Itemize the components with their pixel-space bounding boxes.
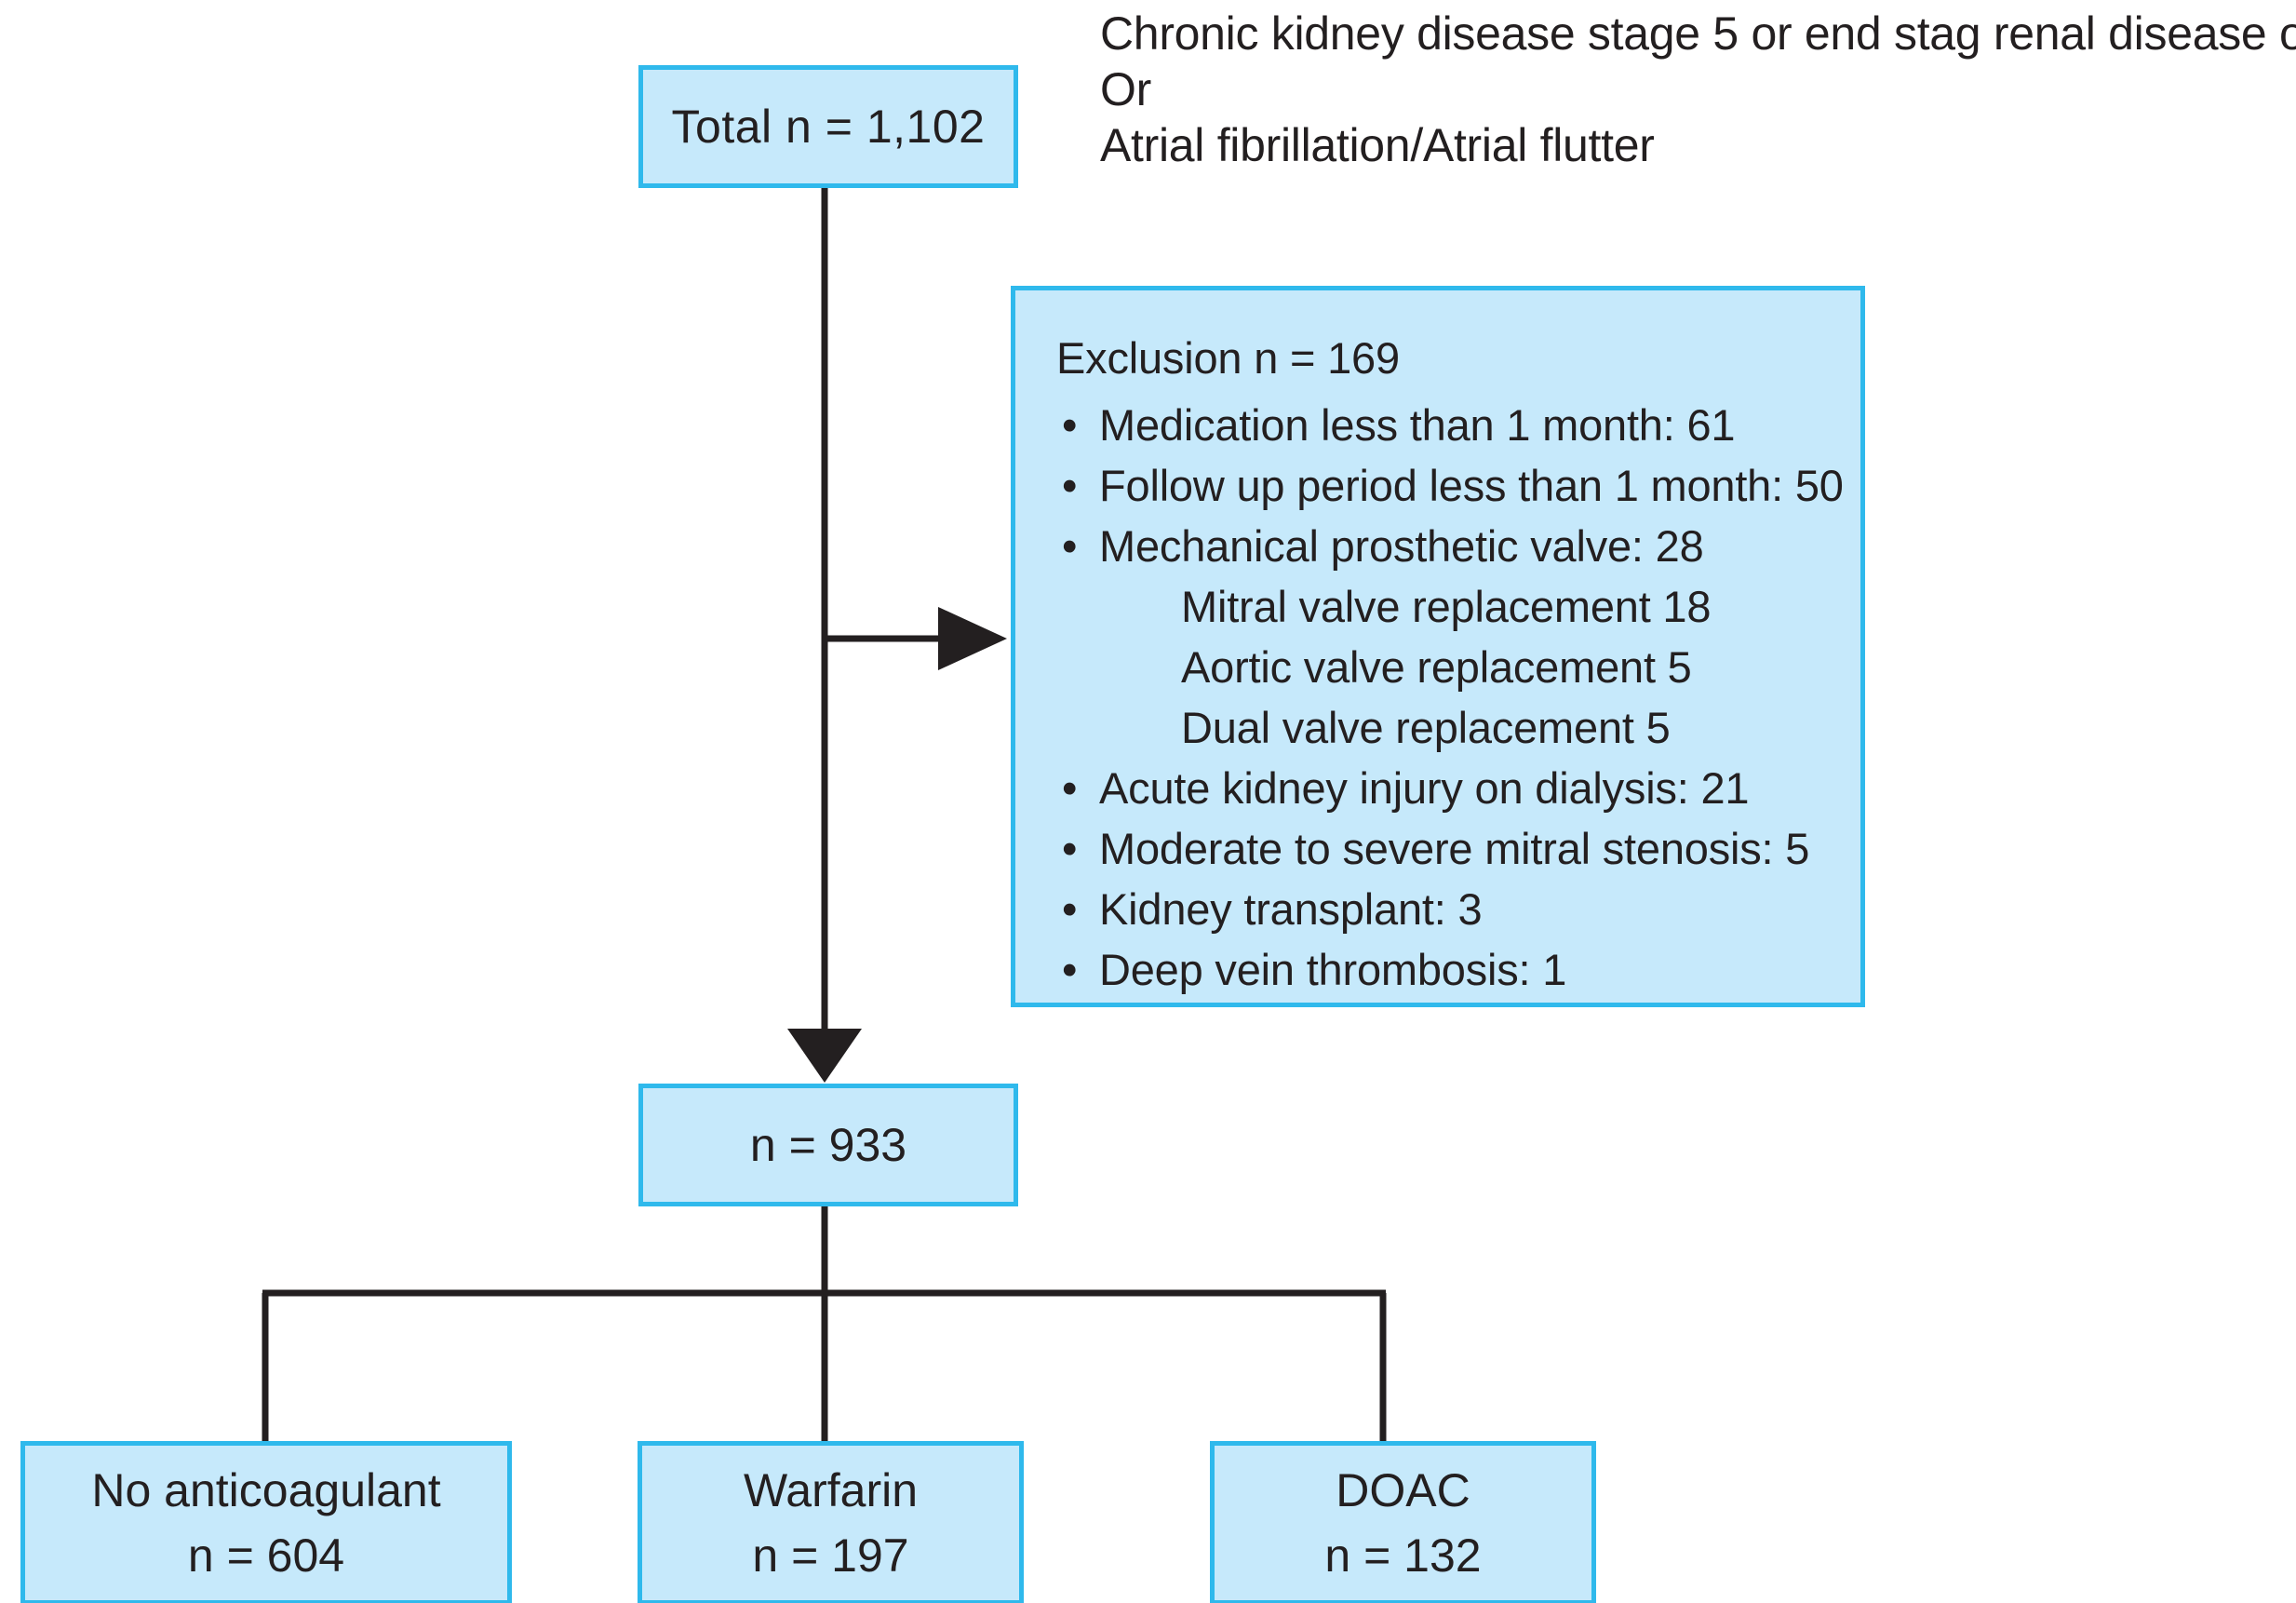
- node-arm-doac: DOAC n = 132: [1210, 1441, 1596, 1603]
- exclusion-item: • Deep vein thrombosis: 1: [1056, 939, 1842, 1000]
- exclusion-item: • Medication less than 1 month: 61: [1056, 395, 1842, 455]
- exclusion-title: Exclusion n = 169: [1056, 333, 1400, 383]
- arm-name: Warfarin: [743, 1464, 919, 1516]
- node-arm-no-anticoagulant: No anticoagulant n = 604: [20, 1441, 512, 1603]
- exclusion-item-label: Acute kidney injury on dialysis: 21: [1099, 763, 1750, 813]
- exclusion-item-label: Deep vein thrombosis: 1: [1099, 945, 1567, 994]
- arrowhead-right-exclusion: [938, 607, 1007, 670]
- exclusion-item-label: Kidney transplant: 3: [1099, 884, 1483, 934]
- bullet-icon: •: [1062, 521, 1078, 571]
- arm-name: DOAC: [1336, 1464, 1470, 1516]
- bullet-icon: •: [1062, 763, 1078, 813]
- exclusion-item-label: Follow up period less than 1 month: 50: [1099, 461, 1844, 510]
- criteria-line-1: Chronic kidney disease stage 5 or end st…: [1100, 7, 2296, 60]
- inclusion-criteria-caption: Chronic kidney disease stage 5 or end st…: [1100, 6, 2296, 173]
- exclusion-subitem: Mitral valve replacement 18: [1181, 582, 1712, 631]
- node-arm-warfarin: Warfarin n = 197: [638, 1441, 1024, 1603]
- exclusion-item: • Moderate to severe mitral stenosis: 5: [1056, 818, 1842, 879]
- bullet-icon: •: [1062, 884, 1078, 934]
- exclusion-item-label: Mechanical prosthetic valve: 28: [1099, 521, 1704, 571]
- node-total-label: Total n = 1,102: [671, 101, 986, 153]
- exclusion-subitem: Dual valve replacement 5: [1181, 703, 1671, 752]
- node-total: Total n = 1,102: [638, 65, 1018, 188]
- bullet-icon: •: [1062, 945, 1078, 994]
- arm-name: No anticoagulant: [91, 1464, 441, 1516]
- node-included-total: n = 933: [638, 1084, 1018, 1206]
- bullet-icon: •: [1062, 824, 1078, 873]
- node-included-total-label: n = 933: [749, 1119, 907, 1171]
- exclusion-item: • Mechanical prosthetic valve: 28 Mitral…: [1056, 516, 1842, 758]
- exclusion-item: • Kidney transplant: 3: [1056, 879, 1842, 939]
- exclusion-item-label: Medication less than 1 month: 61: [1099, 400, 1736, 450]
- arm-count: n = 132: [1324, 1529, 1482, 1582]
- criteria-line-3: Atrial fibrillation/Atrial flutter: [1100, 119, 1655, 171]
- arm-count: n = 197: [752, 1529, 909, 1582]
- node-exclusion: Exclusion n = 169 • Medication less than…: [1011, 286, 1865, 1007]
- arm-count: n = 604: [187, 1529, 345, 1582]
- exclusion-item-label: Moderate to severe mitral stenosis: 5: [1099, 824, 1810, 873]
- exclusion-item: • Follow up period less than 1 month: 50: [1056, 455, 1844, 516]
- bullet-icon: •: [1062, 400, 1078, 450]
- arrowhead-down-n933: [787, 1029, 862, 1083]
- criteria-line-2: Or: [1100, 63, 1151, 115]
- bullet-icon: •: [1062, 461, 1078, 510]
- exclusion-list: • Medication less than 1 month: 61 • Fol…: [1056, 395, 1844, 1000]
- exclusion-item: • Acute kidney injury on dialysis: 21: [1056, 758, 1842, 818]
- exclusion-subitem: Aortic valve replacement 5: [1181, 642, 1692, 692]
